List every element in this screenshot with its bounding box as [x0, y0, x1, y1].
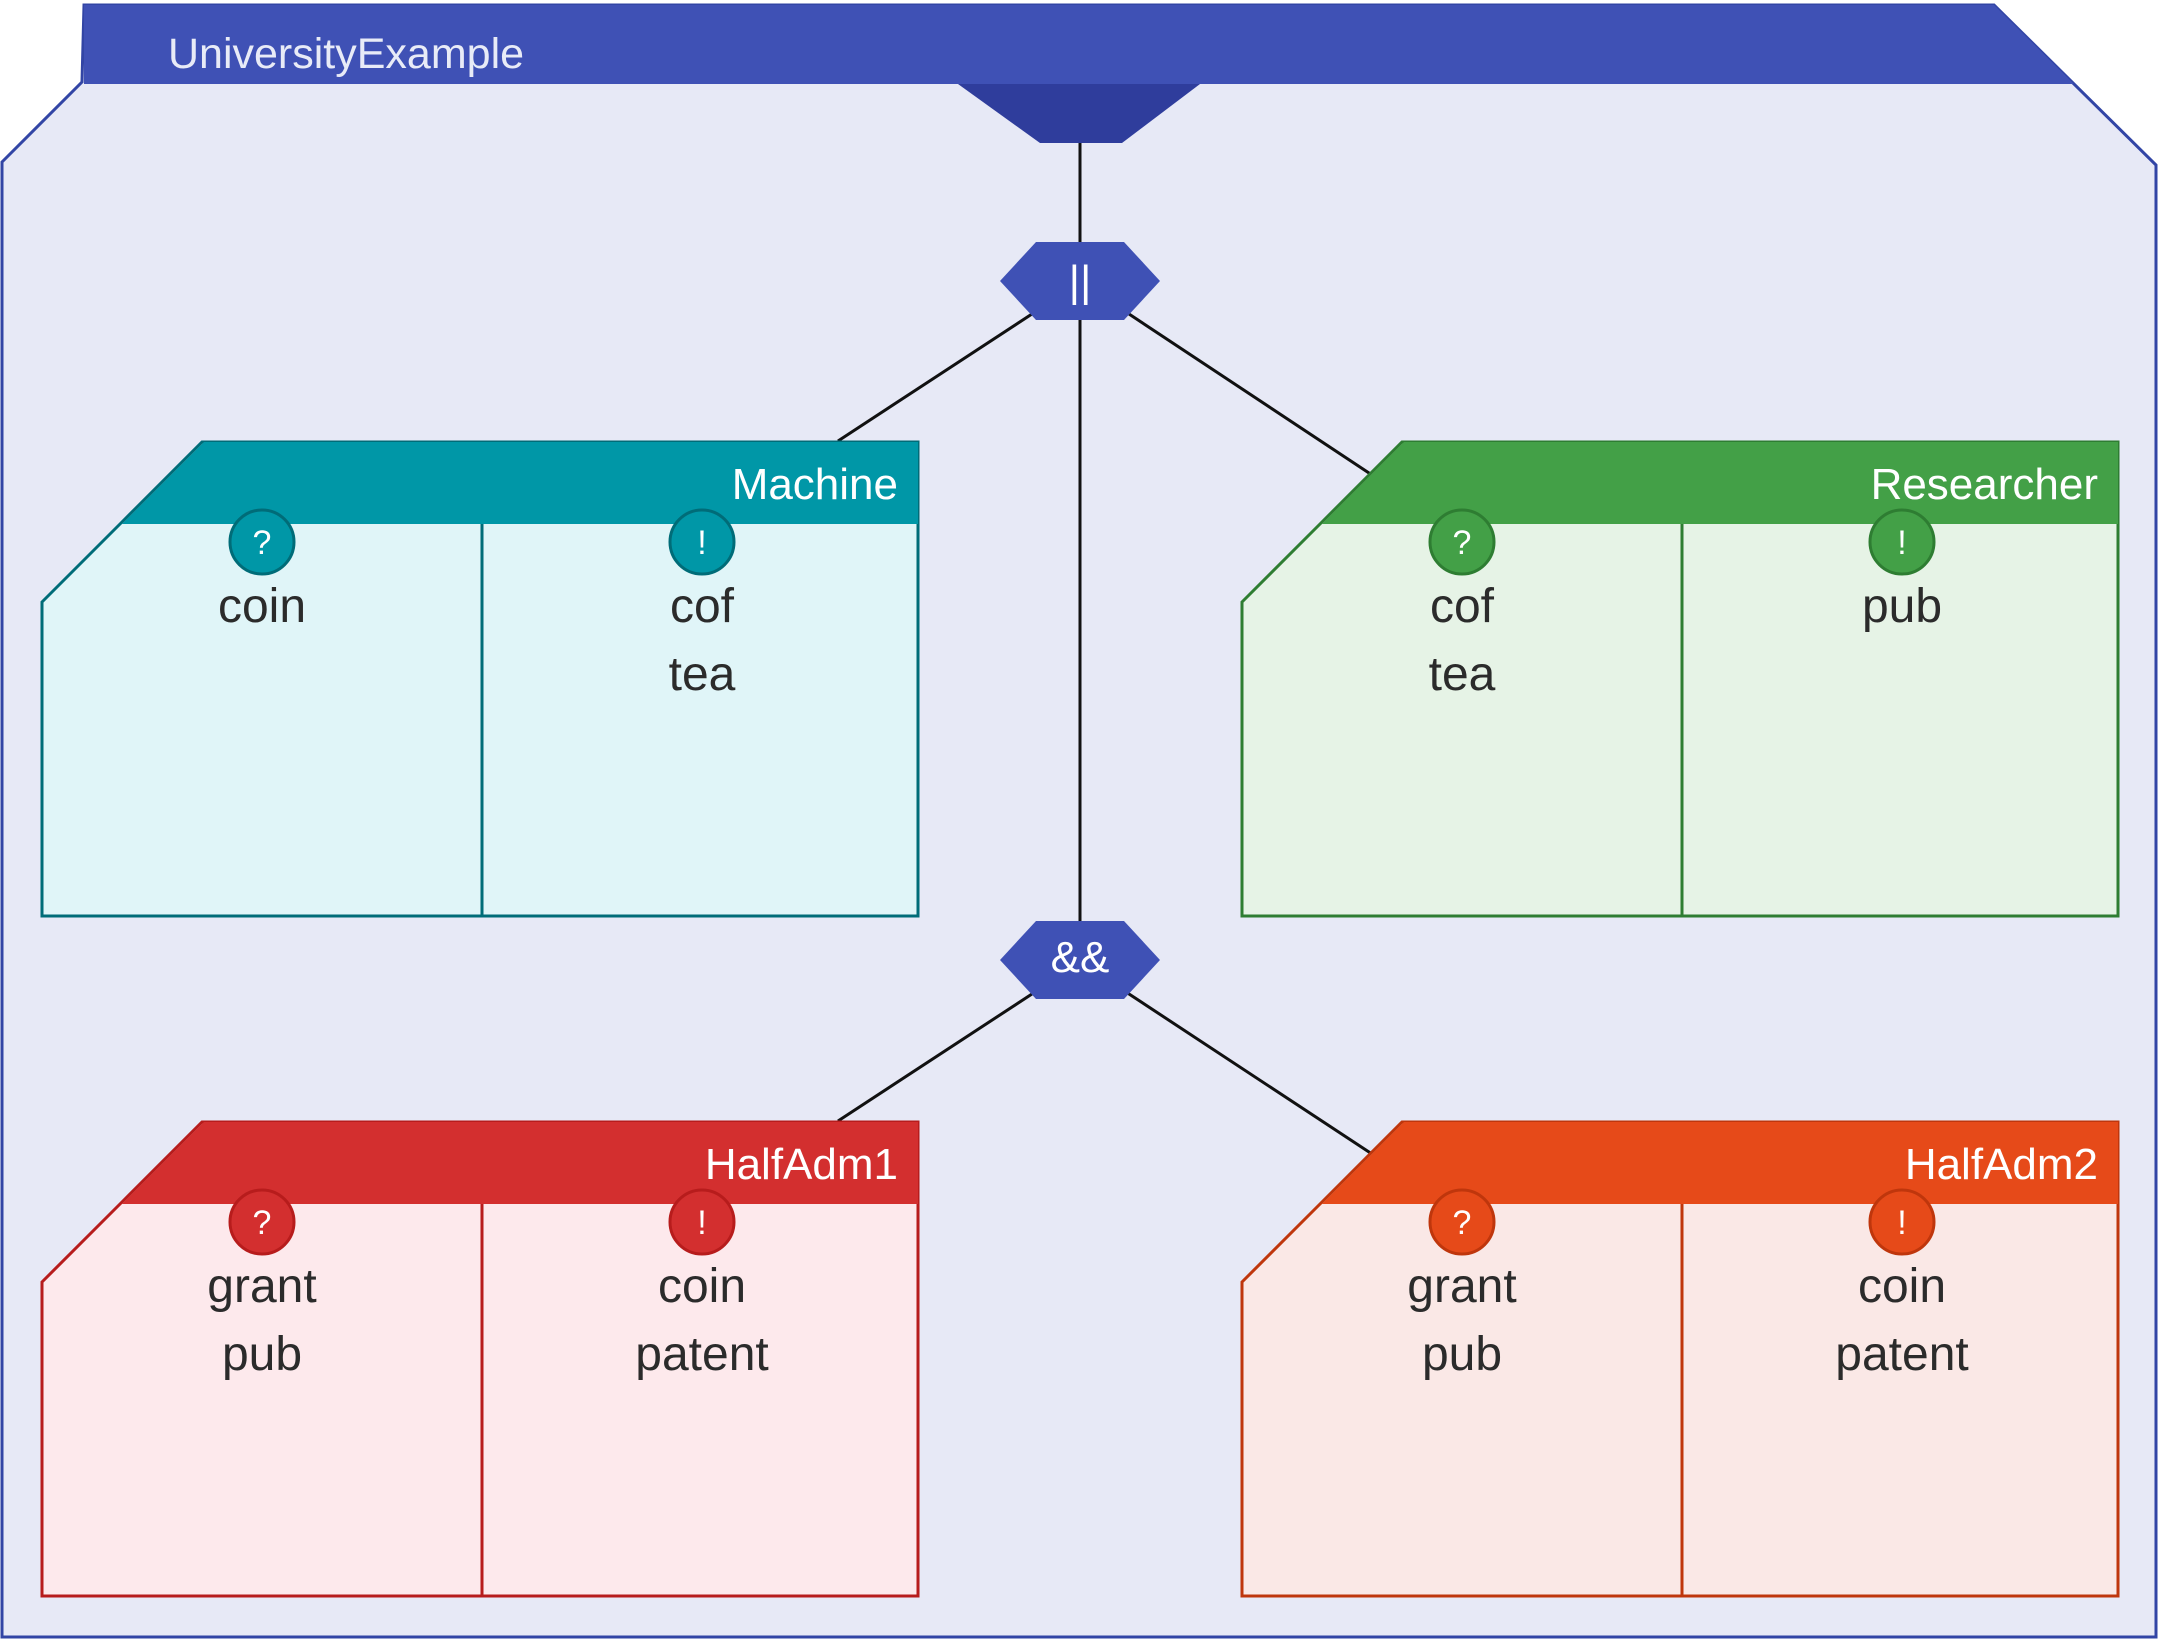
input-port-icon: [228, 1188, 296, 1256]
machine-header: [122, 442, 918, 524]
machine-output-signal: tea: [669, 648, 736, 701]
connector-parallel-to-machine: [837, 310, 1036, 443]
output-port-icon: [668, 508, 736, 576]
input-port-glyph: ?: [1453, 524, 1472, 562]
output-port-glyph: !: [1897, 1204, 1906, 1242]
output-port-glyph: !: [1897, 524, 1906, 562]
halfadm2-title: HalfAdm2: [1905, 1140, 2098, 1189]
halfadm1-title: HalfAdm1: [705, 1140, 898, 1189]
parallel-operator: ||: [1000, 242, 1160, 320]
input-port-icon: [1428, 508, 1496, 576]
output-port-glyph: !: [697, 524, 706, 562]
component-machine: Machine?! coin cof tea: [40, 440, 920, 918]
output-port-icon: [668, 1188, 736, 1256]
system-header: [84, 5, 2074, 84]
halfadm2-input-signal: pub: [1422, 1328, 1502, 1381]
components: Machine?! coin cof tea Researcher?! cof tea pub…: [40, 440, 2120, 1598]
halfadm1-output-signal: coin: [658, 1260, 746, 1313]
and-operator-label: &&: [1051, 933, 1110, 982]
parallel-operator-label: ||: [1069, 257, 1092, 306]
halfadm1-header: [122, 1122, 918, 1204]
output-port-icon: [1868, 1188, 1936, 1256]
researcher-output-signal: pub: [1862, 580, 1942, 633]
halfadm1-input-signal: pub: [222, 1328, 302, 1381]
researcher-input-signal: tea: [1429, 648, 1496, 701]
halfadm2-input-signal: grant: [1407, 1260, 1516, 1313]
input-port-icon: [1428, 1188, 1496, 1256]
and-operator: &&: [1000, 921, 1160, 999]
connector-and-to-halfadm1: [837, 990, 1036, 1123]
halfadm1-input-signal: grant: [207, 1260, 316, 1313]
input-port-glyph: ?: [253, 1204, 272, 1242]
component-researcher: Researcher?! cof tea pub: [1240, 440, 2120, 918]
connector-parallel-to-researcher: [1125, 310, 1373, 477]
system-title: UniversityExample: [168, 30, 524, 78]
machine-output-signal: cof: [670, 580, 735, 633]
input-port-icon: [228, 508, 296, 576]
connectors: [837, 143, 1373, 1156]
machine-title: Machine: [732, 460, 898, 509]
and-operator-shape: [1000, 921, 1160, 999]
input-port-glyph: ?: [253, 524, 272, 562]
researcher-title: Researcher: [1871, 460, 2098, 509]
output-port-icon: [1868, 508, 1936, 576]
component-halfadm1: HalfAdm1?! grant pub coin patent: [40, 1120, 920, 1598]
researcher-input-signal: cof: [1430, 580, 1495, 633]
input-port-glyph: ?: [1453, 1204, 1472, 1242]
halfadm1-output-signal: patent: [635, 1328, 768, 1381]
connector-and-to-halfadm2: [1125, 990, 1373, 1156]
output-port-glyph: !: [697, 1204, 706, 1242]
component-halfadm2: HalfAdm2?! grant pub coin patent: [1240, 1120, 2120, 1598]
system-notch: [958, 84, 1200, 143]
machine-input-signal: coin: [218, 580, 306, 633]
halfadm2-output-signal: coin: [1858, 1260, 1946, 1313]
researcher-header: [1322, 442, 2118, 524]
halfadm2-header: [1322, 1122, 2118, 1204]
parallel-operator-shape: [1000, 242, 1160, 320]
halfadm2-output-signal: patent: [1835, 1328, 1968, 1381]
